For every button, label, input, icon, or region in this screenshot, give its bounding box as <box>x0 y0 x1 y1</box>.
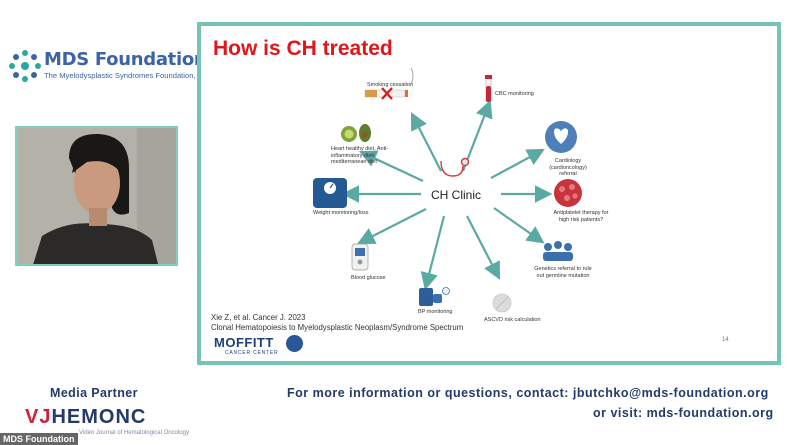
weight-scale-icon <box>313 178 347 208</box>
contact-info-line: For more information or questions, conta… <box>287 386 769 400</box>
cigarette-icon <box>364 67 414 100</box>
label-genetics: Genetics referral to rule out germline m… <box>534 266 592 279</box>
moffitt-subtitle: CANCER CENTER <box>225 350 279 356</box>
citation-line-1: Xie Z, et al. Cancer J. 2023 <box>211 313 306 322</box>
speaker-video <box>15 126 178 266</box>
mds-foundation-logo: MDS Foundation The Myelodysplastic Syndr… <box>8 47 210 87</box>
blood-cells-icon <box>554 179 582 207</box>
label-weight: Weight monitoring/loss <box>313 210 369 216</box>
label-glucose: Blood glucose <box>351 275 386 281</box>
arrow-smoking <box>411 112 442 172</box>
ch-clinic-diagram <box>313 67 582 313</box>
stethoscope-icon <box>440 157 470 177</box>
moffitt-logo: MOFFITT CANCER CENTER <box>214 335 334 356</box>
pill-icon <box>492 293 512 313</box>
label-antiplatelet: Antiplatelet therapy for high risk patie… <box>553 210 609 223</box>
label-ascvd: ASCVD risk calculation <box>484 317 541 323</box>
slide-citation: Xie Z, et al. Cancer J. 2023 Clonal Hema… <box>211 313 463 333</box>
logo-title: MDS Foundation <box>44 49 207 70</box>
slide-title: How is CH treated <box>213 37 393 60</box>
ch-clinic-label: CH Clinic <box>431 188 482 202</box>
blood-pressure-icon <box>419 287 450 306</box>
hemonc-part: HEMONC <box>51 406 147 428</box>
media-partner-label: Media Partner <box>50 386 138 400</box>
vjhemonc-logo: VJHEMONC Video Journal of Hematological … <box>25 404 189 436</box>
vj-part: VJ <box>25 406 52 428</box>
vjhemonc-wordmark: VJHEMONC <box>25 406 146 429</box>
label-diet: Heart healthy diet, Anti-inflammatory di… <box>331 146 389 165</box>
label-bp: BP monitoring <box>418 309 453 315</box>
healthy-food-icon <box>341 124 371 142</box>
moffitt-name: MOFFITT <box>214 335 274 350</box>
vjhemonc-subtitle: Video Journal of Hematological Oncology <box>79 430 189 436</box>
arrow-diet <box>359 150 424 182</box>
label-cardio: Cardiology (cardioncology) referral <box>549 158 587 177</box>
arrow-cardio <box>490 148 545 179</box>
mds-logo-icon <box>9 50 41 82</box>
arrow-genetics <box>493 207 545 244</box>
watermark-label: MDS Foundation <box>0 433 78 445</box>
presentation-slide: How is CH treated <box>197 22 781 365</box>
test-tube-icon <box>485 75 492 103</box>
arrow-glucose <box>357 208 427 244</box>
arrow-ascvd <box>466 215 501 280</box>
citation-line-2: Clonal Hematopoiesis to Myelodysplastic … <box>211 323 464 332</box>
label-smoking: Smoking cessation <box>367 82 414 88</box>
slide-page-number: 14 <box>722 337 729 343</box>
heart-icon <box>545 121 577 153</box>
website-info-line: or visit: mds-foundation.org <box>593 406 774 420</box>
logo-subtitle: The Myelodysplastic Syndromes Foundation… <box>44 71 210 80</box>
speaker-silhouette <box>17 128 176 264</box>
genetics-people-icon <box>543 241 573 261</box>
moffitt-m-icon <box>286 335 303 352</box>
label-cbc: CBC monitoring <box>495 91 534 97</box>
glucometer-icon <box>351 243 369 271</box>
arrow-bp <box>420 215 446 291</box>
